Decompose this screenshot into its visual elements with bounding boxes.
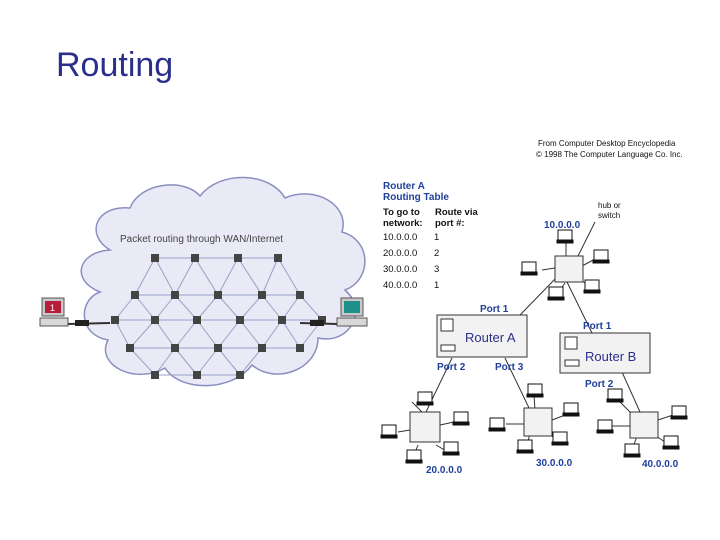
hub-label-1: hub or [598,201,621,210]
workstation-icon [551,431,569,446]
table-row-network: 40.0.0.0 [383,280,417,291]
table-row-network: 30.0.0.0 [383,264,417,275]
hub-label-2: switch [598,211,620,220]
table-row-port: 1 [434,280,439,291]
slide-title: Routing [56,46,174,84]
table-row-port: 2 [434,248,439,259]
workstation-icon [606,388,624,403]
workstation-icon [526,383,544,398]
table-title-2: Routing Table [383,192,449,203]
wan-cloud [80,176,366,387]
workstation-icon [623,443,641,458]
left-packet-icon [75,320,89,326]
table-row-port: 1 [434,232,439,243]
workstation-icon [662,435,680,450]
router-b-port-2-label: Port 2 [585,379,614,390]
router-a-label: Router A [465,330,516,345]
router-figure: From Computer Desktop Encyclopedia © 199… [380,139,688,476]
right-computer-icon [336,297,368,327]
router-b-port-1-label: Port 1 [583,321,612,332]
workstation-icon [452,411,470,426]
router-b-label: Router B [585,349,636,364]
wan-caption: Packet routing through WAN/Internet [120,234,283,245]
workstation-icon [562,402,580,417]
col2-header-1: Route via [435,207,478,218]
left-computer-badge: 1 [50,303,55,313]
network-label-bottom-right: 40.0.0.0 [642,459,679,470]
col1-header-1: To go to [383,207,420,218]
credit-line-1: From Computer Desktop Encyclopedia [538,139,676,148]
router-a-port-3-label: Port 3 [495,362,524,373]
hub-top [554,255,584,283]
workstation-icon [488,417,506,432]
wan-figure: Packet routing through WAN/Internet 1 [39,176,368,387]
network-label-bottom-middle: 30.0.0.0 [536,458,573,469]
left-computer-icon [39,297,69,327]
router-a-port-2-label: Port 2 [437,362,466,373]
table-row-port: 3 [434,264,439,275]
workstation-icon [670,405,688,420]
workstation-icon [592,249,610,264]
hub-bottom-middle [523,407,553,437]
network-label-bottom-left: 20.0.0.0 [426,465,463,476]
workstation-icon [380,424,398,439]
right-packet-icon [310,320,324,326]
hub-bottom-right [629,411,659,439]
hub-bottom-left [409,411,441,443]
table-row-network: 10.0.0.0 [383,232,417,243]
table-title-1: Router A [383,181,425,192]
workstations [380,229,688,464]
workstation-icon [596,419,614,434]
workstation-icon [520,261,538,276]
col1-header-2: network: [383,218,423,229]
credit-line-2: © 1998 The Computer Language Co. Inc. [536,150,683,159]
workstation-icon [556,229,574,244]
router-a [436,314,528,358]
workstation-icon [416,391,434,406]
router-b [559,332,651,374]
workstation-icon [583,279,601,294]
workstation-icon [442,441,460,456]
router-a-port-1-label: Port 1 [480,304,509,315]
network-label-top: 10.0.0.0 [544,220,581,231]
workstation-icon [405,449,423,464]
col2-header-2: port #: [435,218,465,229]
workstation-icon [547,286,565,301]
workstation-icon [516,439,534,454]
table-row-network: 20.0.0.0 [383,248,417,259]
